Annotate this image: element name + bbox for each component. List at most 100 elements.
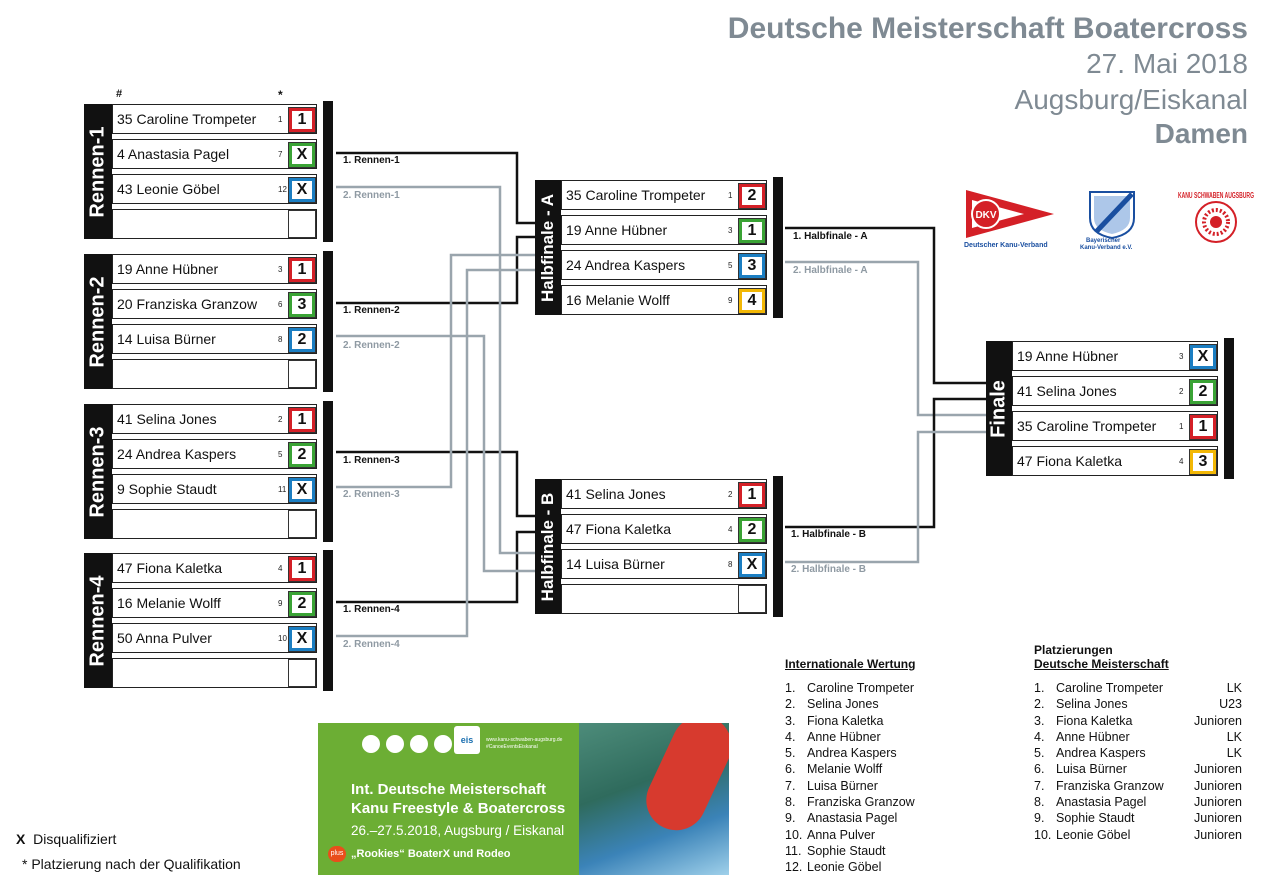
seed-number: 5 [278, 450, 283, 459]
athlete-name: 9 Sophie Staudt [117, 481, 217, 497]
banner-line2: Kanu Freestyle & Boatercross [351, 800, 566, 817]
rank-number: 2. [1034, 697, 1045, 712]
rank-category: LK [1226, 746, 1242, 761]
rank-name: Fiona Kaletka [1056, 713, 1133, 728]
rank-name: Franziska Granzow [807, 795, 915, 810]
rank-badge: X [288, 177, 316, 203]
group-label: Finale [986, 341, 1012, 476]
event-date: 27. Mai 2018 [1086, 48, 1248, 79]
rank-badge: 3 [1189, 449, 1217, 475]
empty-rank-box [288, 360, 316, 388]
rank-name: Andrea Kaspers [807, 746, 897, 761]
empty-row [112, 359, 317, 389]
rank-category: Junioren [1194, 713, 1242, 728]
athlete-name: 41 Selina Jones [117, 411, 217, 427]
bracket-bar [773, 177, 783, 318]
label-ha-second: 2. Halbfinale - A [793, 265, 868, 276]
international-rank-item: 9.Anastasia Pagel [785, 810, 985, 826]
rank-name: Luisa Bürner [807, 778, 878, 793]
group-label: Rennen-3 [84, 404, 112, 539]
rank-name: Andrea Kaspers [1056, 746, 1146, 761]
eiskanal-logo: eis [454, 726, 480, 754]
label-r1-first: 1. Rennen-1 [343, 155, 400, 166]
athlete-name: 4 Anastasia Pagel [117, 146, 230, 162]
international-rank-item: 1.Caroline Trompeter [785, 680, 985, 696]
athlete-name: 47 Fiona Kaletka [566, 521, 672, 537]
label-r3-second: 2. Rennen-3 [343, 489, 400, 500]
athlete-name: 50 Anna Pulver [117, 630, 212, 646]
group-label: Halbfinale - A [535, 180, 561, 315]
rank-number: 10. [1034, 827, 1052, 842]
athlete-name: 19 Anne Hübner [117, 261, 219, 277]
empty-rank-box [288, 210, 316, 238]
label-r2-first: 1. Rennen-2 [343, 305, 400, 316]
rank-badge: 1 [288, 257, 316, 283]
connector-hb-first [785, 397, 987, 529]
rank-number: 5. [1034, 746, 1045, 761]
empty-row [561, 584, 767, 614]
athlete-name: 35 Caroline Trompeter [117, 111, 257, 127]
connector-ha-first [785, 226, 987, 385]
athlete-name: 24 Andrea Kaspers [117, 446, 237, 462]
seed-number: 2 [278, 415, 283, 424]
rank-badge: 3 [738, 253, 766, 279]
rank-category: LK [1226, 729, 1242, 744]
empty-rank-box [288, 659, 316, 687]
label-r2-second: 2. Rennen-2 [343, 340, 400, 351]
athlete-name: 19 Anne Hübner [566, 222, 668, 238]
group-label: Halbfinale - B [535, 479, 561, 614]
rank-badge: 1 [288, 107, 316, 133]
rank-name: Melanie Wolff [807, 762, 883, 777]
german-title-line1: Platzierungen [1034, 643, 1113, 657]
event-banner: eis www.kanu-schwaben-augsburg.de #Canoe… [318, 723, 729, 875]
rank-category: U23 [1219, 697, 1242, 712]
rank-badge: 1 [288, 556, 316, 582]
label-r1-second: 2. Rennen-1 [343, 190, 400, 201]
rank-number: 9. [785, 811, 796, 826]
seed-number: 4 [278, 564, 283, 573]
bracket-bar [323, 550, 333, 691]
banner-line4: „Rookies“ BoaterX und Rodeo [351, 848, 511, 860]
athlete-name: 35 Caroline Trompeter [1017, 418, 1157, 434]
kanu-schwaben-logo: KANU SCHWABEN AUGSBURG [1178, 186, 1258, 271]
rank-badge: 2 [288, 327, 316, 353]
seed-number: 5 [728, 261, 733, 270]
rank-name: Leonie Göbel [807, 860, 882, 875]
rank-name: Anastasia Pagel [1056, 795, 1147, 810]
bkv-caption-1: Bayerischer [1086, 238, 1121, 244]
connector-ha-second [785, 260, 987, 417]
seed-number: 9 [278, 599, 283, 608]
rank-badge: X [288, 626, 316, 652]
number-column-header: # [116, 88, 123, 100]
connector-r2-second [336, 334, 536, 573]
label-r4-second: 2. Rennen-4 [343, 639, 400, 650]
group-label-text: Rennen-2 [86, 275, 109, 368]
rank-number: 3. [785, 713, 796, 728]
banner-sponsor-logos [362, 731, 482, 757]
event-location: Augsburg/Eiskanal [1014, 84, 1248, 115]
rank-number: 1. [785, 681, 796, 695]
rank-badge: 4 [738, 288, 766, 314]
rank-badge: 2 [738, 517, 766, 543]
international-rank-item: 7.Luisa Bürner [785, 778, 985, 794]
bracket-bar [773, 476, 783, 617]
rank-name: Sophie Staudt [1056, 811, 1135, 826]
international-rank-item: 5. Andrea Kaspers [785, 745, 985, 761]
rank-number: 5. [785, 746, 796, 761]
